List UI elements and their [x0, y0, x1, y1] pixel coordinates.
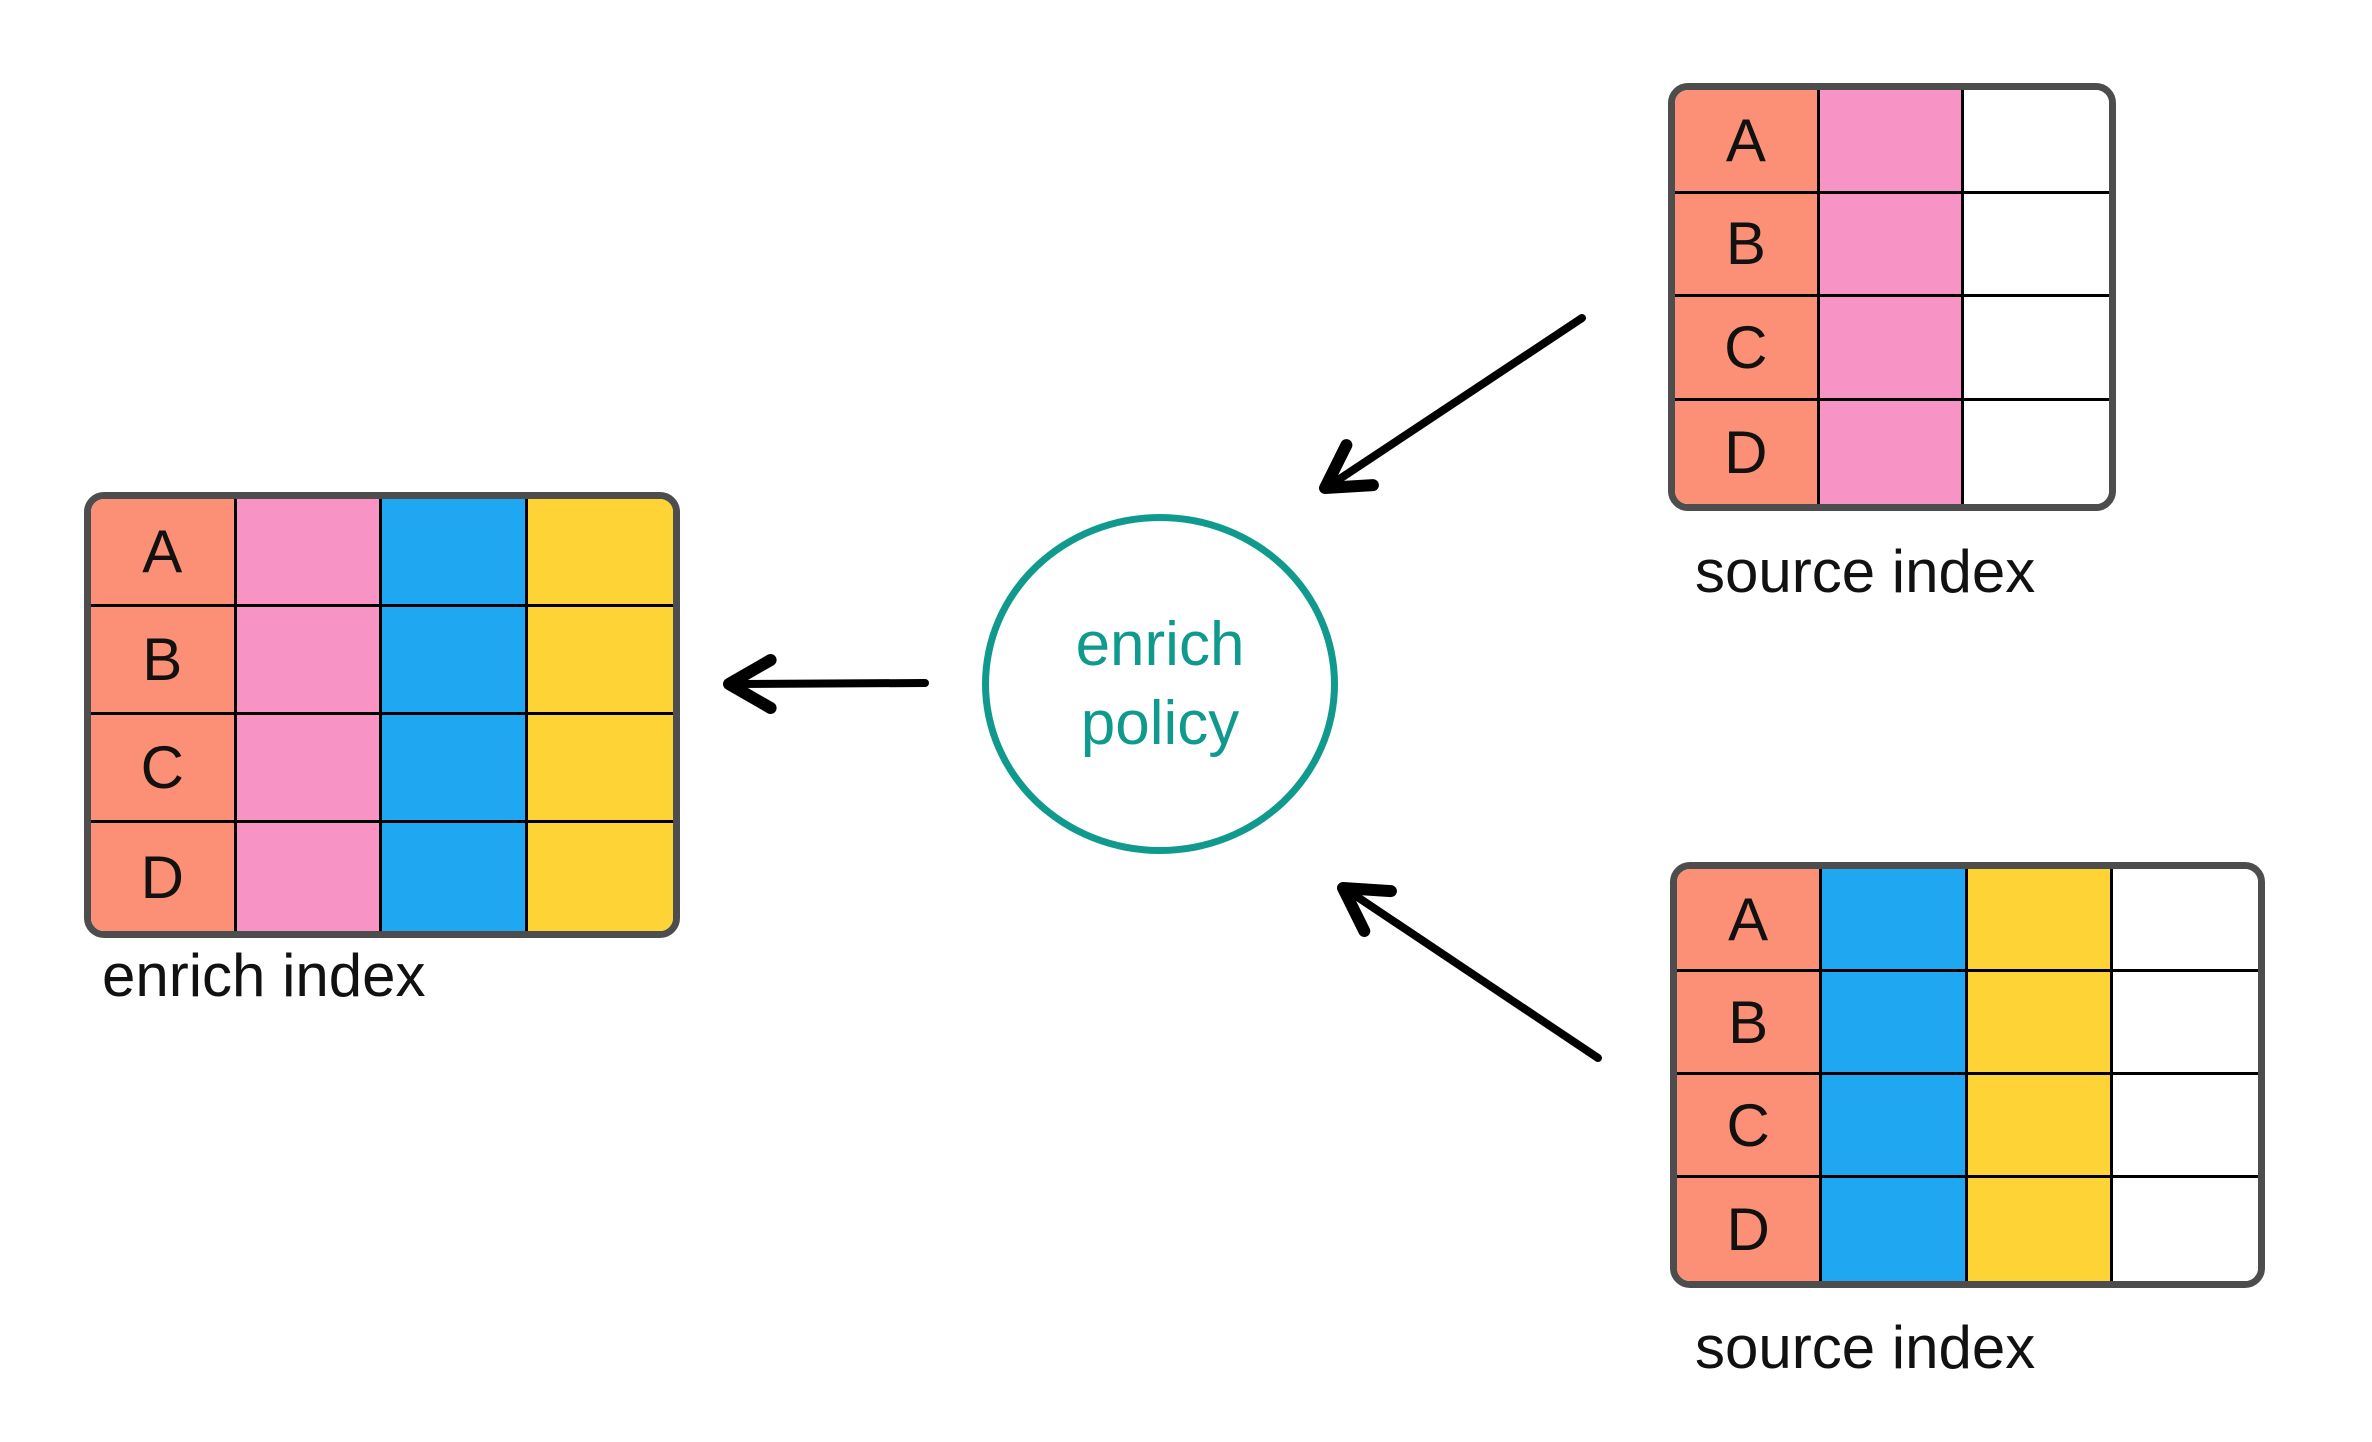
row-label-cell: A — [91, 499, 237, 607]
enrich-policy-circle: enrich policy — [982, 514, 1338, 854]
data-cell-yellow — [527, 823, 673, 931]
data-cell-white — [2112, 1075, 2258, 1178]
data-cell-blue — [1822, 972, 1968, 1075]
data-cell-blue — [1822, 1075, 1968, 1178]
data-cell-blue — [382, 607, 528, 715]
data-cell-white — [2112, 1178, 2258, 1281]
enrich-policy-label-line2: policy — [1080, 689, 1240, 758]
enrich-index-caption: enrich index — [102, 942, 426, 1009]
data-cell-pink — [236, 499, 382, 607]
data-cell-white — [1964, 297, 2109, 401]
row-label-cell: C — [91, 715, 237, 823]
data-cell-blue — [1822, 1178, 1968, 1281]
data-cell-blue — [382, 823, 528, 931]
row-label-cell: D — [91, 823, 237, 931]
data-cell-pink — [1819, 400, 1965, 504]
data-cell-white — [1964, 90, 2109, 194]
data-cell-yellow — [1967, 1075, 2113, 1178]
data-cell-yellow — [527, 715, 673, 823]
arrow-policy-to-enrich-index — [723, 654, 929, 714]
row-label-cell: B — [91, 607, 237, 715]
data-cell-blue — [382, 499, 528, 607]
data-cell-white — [1964, 400, 2109, 504]
source-index-bottom-caption: source index — [1695, 1314, 2036, 1381]
data-cell-white — [2112, 869, 2258, 972]
arrow-source-top-to-policy — [1319, 314, 1586, 494]
data-cell-yellow — [527, 499, 673, 607]
data-cell-pink — [1819, 193, 1965, 297]
data-cell-blue — [1822, 869, 1968, 972]
row-label-cell: D — [1675, 400, 1820, 504]
source-index-top-caption: source index — [1695, 538, 2036, 605]
data-cell-blue — [382, 715, 528, 823]
row-label-cell: C — [1677, 1075, 1823, 1178]
data-cell-white — [2112, 972, 2258, 1075]
row-label-cell: B — [1677, 972, 1823, 1075]
data-cell-pink — [236, 715, 382, 823]
data-cell-yellow — [1967, 869, 2113, 972]
data-cell-yellow — [1967, 1178, 2113, 1281]
row-label-cell: A — [1675, 90, 1820, 194]
data-cell-pink — [1819, 90, 1965, 194]
data-cell-white — [1964, 193, 2109, 297]
row-label-cell: D — [1677, 1178, 1823, 1281]
data-cell-pink — [1819, 297, 1965, 401]
data-cell-yellow — [527, 607, 673, 715]
data-cell-yellow — [1967, 972, 2113, 1075]
data-cell-pink — [236, 607, 382, 715]
row-label-cell: C — [1675, 297, 1820, 401]
data-cell-pink — [236, 823, 382, 931]
arrow-source-bottom-to-policy — [1337, 882, 1602, 1062]
enrich-policy-label-line1: enrich — [1075, 610, 1245, 679]
row-label-cell: B — [1675, 193, 1820, 297]
row-label-cell: A — [1677, 869, 1823, 972]
